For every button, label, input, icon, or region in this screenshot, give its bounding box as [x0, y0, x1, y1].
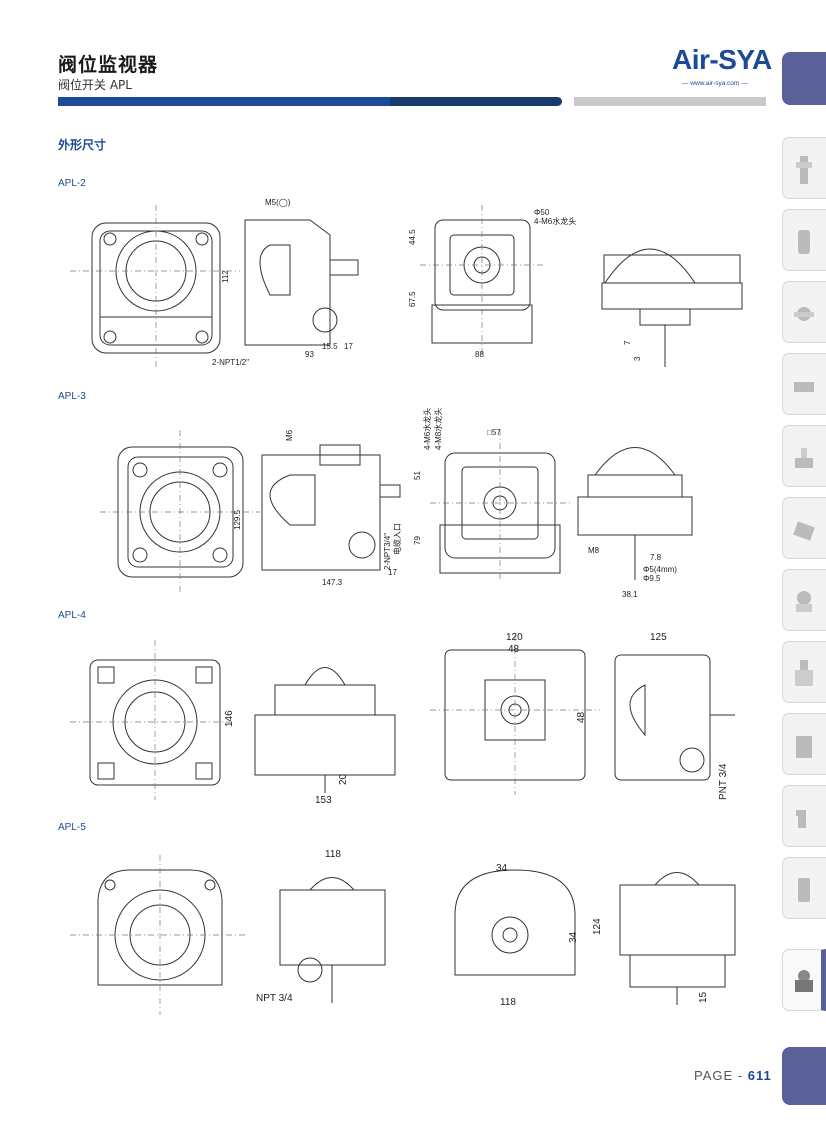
- apl3-dim-phi9-5: Φ9.5: [643, 574, 661, 583]
- lubricator-icon: [798, 230, 810, 254]
- apl3-dim-sq57: □57: [487, 428, 501, 437]
- side-tab-solenoid[interactable]: [782, 497, 826, 559]
- gauge-icon: [796, 736, 812, 758]
- apl4-dim-w120: 120: [506, 632, 523, 643]
- apl2-dim-w93: 93: [305, 350, 314, 359]
- apl2-dim-m6: 4-M6水龙头: [534, 216, 576, 226]
- manifold-icon: [795, 660, 813, 686]
- side-tab-manifold[interactable]: [782, 641, 826, 703]
- page-prefix: PAGE -: [694, 1068, 748, 1083]
- model-label-apl3: APL-3: [58, 391, 86, 402]
- silencer-icon: [798, 878, 810, 902]
- page-number: PAGE - 611: [694, 1068, 772, 1083]
- brand-url: — www.air-sya.com —: [682, 80, 748, 87]
- side-tab-silencer[interactable]: [782, 857, 826, 919]
- apl5-dim-w118: 118: [325, 849, 341, 860]
- limit-switch-icon: [795, 970, 813, 992]
- model-label-apl5: APL-5: [58, 822, 86, 833]
- page-subtitle: 阀位开关 APL: [58, 78, 132, 92]
- apl3-dim-m6b: 4-M6水龙头: [422, 408, 432, 450]
- side-tab-cylinder[interactable]: [782, 353, 826, 415]
- page-title: 阀位监视器: [58, 54, 159, 76]
- model-label-apl4: APL-4: [58, 610, 86, 621]
- apl5-dim-w34: 34: [496, 863, 508, 874]
- apl4-dim-w153: 153: [315, 795, 332, 806]
- apl5-dim-h124: 124: [592, 918, 603, 935]
- page-tab: [782, 1047, 826, 1105]
- apl3-dim-h129-5: 129.5: [233, 509, 242, 530]
- elbow-icon: [796, 810, 806, 828]
- apl3-dim-cable: 电缆入口: [392, 523, 402, 555]
- side-tab-fitting[interactable]: [782, 281, 826, 343]
- apl4-dim-w125: 125: [650, 632, 667, 643]
- apl3-drawings: M6 129.5 147.3 17 2-NPT3/4" 电缆入口 4-M6水龙头…: [100, 408, 693, 599]
- fitting-icon: [794, 307, 814, 321]
- apl5-drawings: 118 NPT 3/4 34 34 118 124 15: [70, 849, 736, 1015]
- header-bar-dark: [390, 97, 562, 106]
- apl2-dim-w88: 88: [475, 350, 484, 359]
- filter-icon: [796, 156, 812, 184]
- apl2-dim-phi50: Φ50: [534, 208, 550, 217]
- apl4-dim-pnt: PNT 3/4: [718, 763, 729, 800]
- apl5-dim-w118b: 118: [500, 997, 516, 1008]
- regulator-icon: [796, 591, 812, 612]
- apl3-dim-w38-1: 38.1: [622, 590, 638, 599]
- apl3-dim-w17: 17: [388, 568, 397, 577]
- apl2-dim-w17: 17: [344, 342, 353, 351]
- apl2-dim-m5: M5(◯): [265, 198, 291, 207]
- apl3-dim-m8: M8: [588, 546, 600, 555]
- cylinder-icon: [794, 382, 814, 392]
- brand-logo: Air-SYA: [672, 44, 772, 75]
- apl3-dim-phi5: Φ5(4mm): [643, 565, 677, 574]
- corner-tab: [782, 52, 826, 105]
- side-tab-gauge[interactable]: [782, 713, 826, 775]
- side-tab-filter[interactable]: [782, 137, 826, 199]
- apl3-dim-h51: 51: [413, 471, 422, 480]
- apl5-dim-d15: 15: [698, 991, 709, 1003]
- apl5-dim-npt: NPT 3/4: [256, 993, 293, 1004]
- solenoid-icon: [793, 521, 815, 541]
- side-tab-lubricator[interactable]: [782, 209, 826, 271]
- apl2-dim-d7: 7: [623, 340, 632, 345]
- apl2-dim-w15-5: 15.5: [322, 342, 338, 351]
- apl3-dim-d7-8: 7.8: [650, 553, 662, 562]
- apl4-dim-d20: 20: [338, 773, 349, 785]
- apl2-dim-h112: 112: [221, 270, 230, 283]
- apl3-dim-npt: 2-NPT3/4": [383, 533, 392, 570]
- apl2-dim-h44-5: 44.5: [408, 229, 417, 245]
- valve-icon: [795, 448, 813, 468]
- side-tab-limit-switch[interactable]: [782, 949, 826, 1011]
- apl3-dim-m6: M6: [285, 429, 294, 441]
- apl2-dim-d3: 3: [633, 356, 642, 361]
- apl2-dim-npt: 2-NPT1/2": [212, 358, 249, 367]
- section-title: 外形尺寸: [58, 138, 107, 152]
- apl3-dim-h79: 79: [413, 536, 422, 545]
- apl4-dim-h146: 146: [224, 710, 235, 727]
- header-bar-gray: [574, 97, 766, 106]
- side-tab-valve[interactable]: [782, 425, 826, 487]
- apl4-drawings: 146 153 20 120 48 48 125 PNT 3/4: [70, 632, 735, 806]
- apl2-dim-h67-5: 67.5: [408, 291, 417, 307]
- apl3-dim-w147-3: 147.3: [322, 578, 343, 587]
- page-number-value: 611: [747, 1068, 772, 1083]
- model-label-apl2: APL-2: [58, 178, 86, 189]
- side-tab-regulator[interactable]: [782, 569, 826, 631]
- apl4-dim-w48: 48: [508, 644, 520, 655]
- side-tab-elbow[interactable]: [782, 785, 826, 847]
- apl4-dim-h48: 48: [576, 711, 587, 723]
- apl2-drawings: M5(◯) 112 2-NPT1/2" 93 15.5 17 Φ50 4-M6水…: [70, 198, 743, 367]
- header-bar-blue: [58, 97, 390, 106]
- apl5-dim-h34: 34: [568, 931, 579, 943]
- apl3-dim-m8b: 4-M8水龙头: [433, 408, 443, 450]
